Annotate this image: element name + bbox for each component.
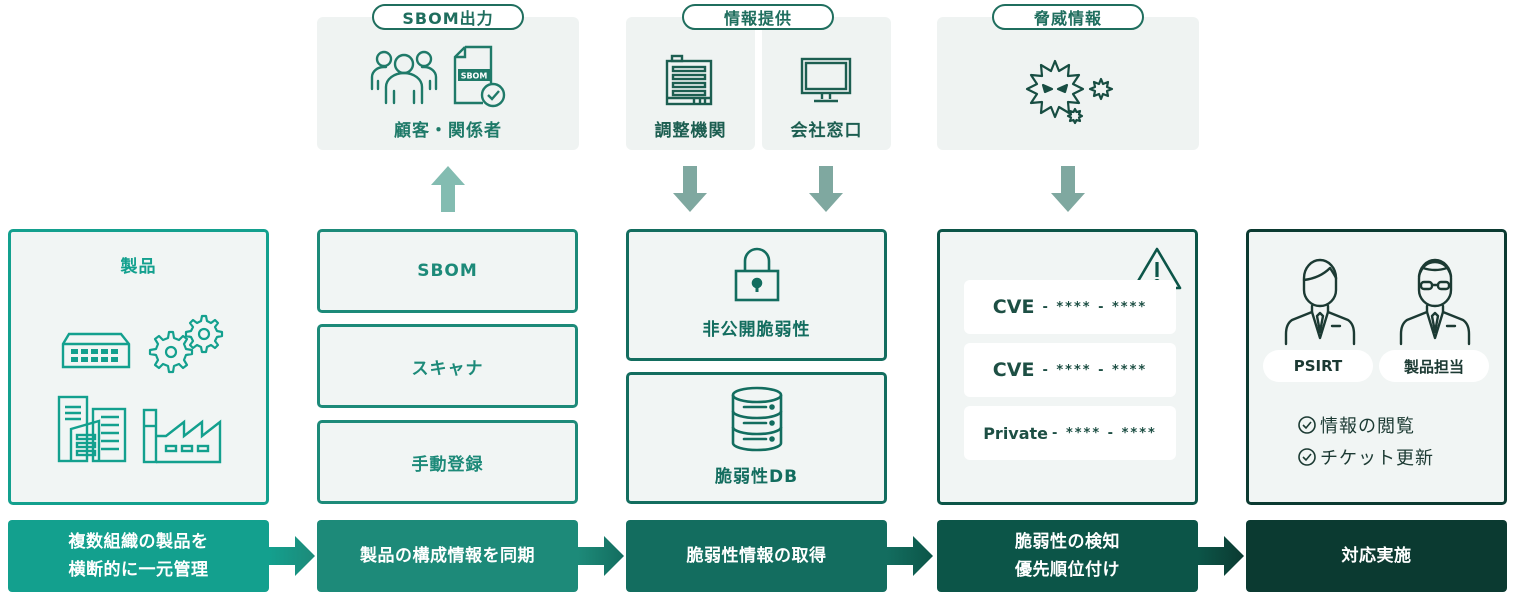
step-line: 横断的に一元管理 (68, 560, 209, 580)
right-arrow-icon (887, 536, 933, 576)
step-line: 対応実施 (1341, 546, 1412, 566)
lock-icon (733, 247, 781, 307)
database-icon (730, 386, 784, 456)
right-arrow-icon (269, 536, 315, 576)
cve-row: CVE - **** - **** (964, 343, 1176, 397)
cve-prefix: CVE (992, 359, 1035, 381)
cve-prefix: CVE (992, 296, 1035, 318)
product-manager-role-tag: 製品担当 (1379, 350, 1489, 382)
private-vulnerability-label: 非公開脆弱性 (702, 319, 811, 340)
private-prefix: Private (983, 423, 1049, 443)
task-view-info: 情報の閲覧 (1297, 412, 1415, 438)
people-group-icon (369, 47, 439, 105)
vulnerability-db-label: 脆弱性DB (714, 466, 799, 487)
step-sync-composition: 製品の構成情報を同期 (317, 520, 578, 592)
factory-icon (142, 408, 222, 464)
customer-stakeholder-label: 顧客・関係者 (394, 121, 502, 141)
vulnerability-db-box: 脆弱性DB (626, 372, 887, 504)
gears-icon (147, 314, 227, 380)
coordination-agency-label: 調整機関 (654, 121, 727, 141)
step-respond: 対応実施 (1246, 520, 1507, 592)
sbom-document-check-icon: SBOM (453, 43, 509, 109)
product-manager-person-icon (1397, 254, 1473, 346)
virus-icon (1025, 59, 1115, 129)
down-arrow-icon (809, 166, 843, 212)
step-centralized-management: 複数組織の製品を横断的に一元管理 (8, 520, 269, 592)
psirt-person-icon (1282, 254, 1358, 346)
task-update-ticket: チケット更新 (1297, 444, 1434, 470)
private-vulnerability-box: 非公開脆弱性 (626, 229, 887, 361)
detection-box: CVE - **** - **** CVE - **** - **** Priv… (937, 229, 1198, 505)
step-line: 製品の構成情報を同期 (360, 546, 535, 566)
threat-info-tag: 脅威情報 (992, 4, 1144, 30)
product-box: 製品 (8, 229, 269, 505)
private-id-masked: - **** - **** (1052, 425, 1157, 441)
sbom-output-tag: SBOM出力 (372, 4, 524, 30)
coordination-agency-panel: 調整機関 (626, 17, 755, 150)
response-box: PSIRT 製品担当 情報の閲覧 チケット更新 (1246, 229, 1507, 505)
scanner-source-box: スキャナ (317, 324, 578, 408)
cve-id-masked: - **** - **** (1042, 362, 1148, 378)
svg-text:SBOM: SBOM (461, 72, 488, 81)
scanner-source-label: スキャナ (411, 358, 484, 379)
task-label: 情報の閲覧 (1320, 416, 1415, 437)
info-provision-tag: 情報提供 (682, 4, 834, 30)
up-arrow-icon (431, 166, 465, 212)
manual-registration-label: 手動登録 (411, 454, 484, 475)
network-switch-icon (59, 332, 133, 370)
step-line: 脆弱性情報の取得 (686, 546, 827, 566)
company-contact-label: 会社窓口 (790, 121, 863, 141)
buildings-icon (57, 395, 127, 463)
private-vuln-row: Private - **** - **** (964, 406, 1176, 460)
step-acquire-vulnerability: 脆弱性情報の取得 (626, 520, 887, 592)
step-line: 脆弱性の検知 (1015, 532, 1120, 552)
check-circle-icon (1298, 448, 1316, 466)
psirt-role-tag: PSIRT (1263, 350, 1373, 382)
sbom-source-box: SBOM (317, 229, 578, 313)
down-arrow-icon (673, 166, 707, 212)
sbom-output-panel: SBOM 顧客・関係者 (317, 17, 579, 150)
cve-row: CVE - **** - **** (964, 280, 1176, 334)
product-title: 製品 (120, 257, 157, 277)
monitor-icon (800, 57, 852, 105)
check-circle-icon (1298, 416, 1316, 434)
office-building-icon (664, 54, 714, 106)
threat-info-panel (937, 17, 1199, 150)
step-line: 複数組織の製品を (68, 532, 209, 552)
company-contact-panel: 会社窓口 (762, 17, 891, 150)
sbom-source-label: SBOM (417, 261, 478, 281)
cve-id-masked: - **** - **** (1042, 299, 1148, 315)
right-arrow-icon (1198, 536, 1244, 576)
step-line: 優先順位付け (1015, 560, 1120, 580)
down-arrow-icon (1051, 166, 1085, 212)
step-detect-prioritize: 脆弱性の検知優先順位付け (937, 520, 1198, 592)
manual-registration-box: 手動登録 (317, 420, 578, 504)
right-arrow-icon (578, 536, 624, 576)
task-label: チケット更新 (1320, 448, 1434, 469)
